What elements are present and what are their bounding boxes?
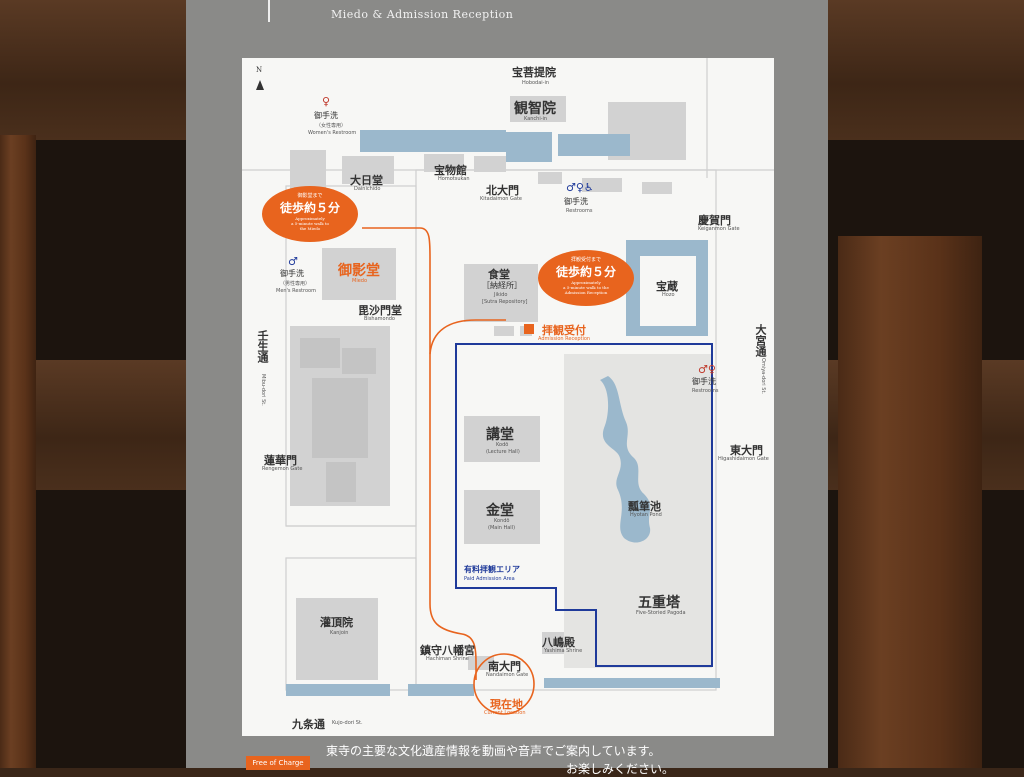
bubble-to-reception-big: 徒歩約５分 bbox=[555, 265, 616, 279]
label-homotsukan: 宝物館 bbox=[434, 164, 467, 177]
label-hozo: 宝蔵 bbox=[656, 280, 678, 293]
label-hachiman: 鎮守八幡宮 bbox=[420, 644, 475, 657]
label-nandaimon-en: Nandaimon Gate bbox=[486, 672, 529, 678]
label-bishamondo: 毘沙門堂 bbox=[358, 304, 402, 317]
label-womens-restroom: 御手洗 bbox=[314, 111, 338, 120]
label-admission-en: Admission Reception bbox=[538, 336, 591, 342]
restroom-east-icon: ♂♀ bbox=[698, 363, 716, 376]
label-dainichido-en: Dainichido bbox=[354, 186, 381, 192]
free-badge: Free of Charge bbox=[246, 756, 310, 770]
label-kanchi: 観智院 bbox=[514, 101, 556, 117]
label-keiganmon-en: Keiganmon Gate bbox=[698, 226, 740, 232]
bubble-to-reception-small: 拝観受付まで bbox=[570, 257, 601, 263]
label-paid-area-en: Paid Admission Area bbox=[464, 576, 515, 582]
label-gojunoto-en: Five-Storied Pagoda bbox=[636, 610, 686, 616]
label-renge-en: Rengemon Gate bbox=[262, 466, 303, 472]
bubble-to-reception-en2: a 5-minute walk to the bbox=[563, 285, 609, 290]
label-higashidaimon: 東大門 bbox=[730, 444, 763, 457]
temple-map: N 宝菩提院 Hobodai-in 観智院 Kanchi-in ♀ 御手洗 （女… bbox=[242, 58, 774, 736]
sign-subtitle: Miedo & Admission Reception bbox=[331, 8, 514, 21]
label-renge: 蓮華門 bbox=[264, 454, 297, 467]
restroom-north-icon: ♂♀♿ bbox=[566, 181, 594, 194]
bubble-to-reception-en1: Approximately bbox=[571, 280, 601, 285]
bubble-to-miedo-en3: the Miedo bbox=[299, 226, 321, 231]
label-hobodai: 宝菩提院 bbox=[512, 66, 556, 79]
label-kitadaimon-en: Kitadaimon Gate bbox=[480, 196, 522, 202]
label-jikido-note: ［納経所］ bbox=[482, 281, 522, 290]
bubble-to-miedo-en2: a 5-minute walk to bbox=[291, 221, 329, 226]
label-kondo-en1: Kondō bbox=[494, 518, 510, 524]
label-hyotan: 瓢箪池 bbox=[628, 500, 661, 513]
label-mibu: 壬生通 bbox=[256, 330, 269, 363]
label-kanjoin-en: Kanjoin bbox=[330, 630, 349, 636]
label-kodo-en1: Kodō bbox=[496, 442, 509, 448]
label-dainichido: 大日堂 bbox=[350, 174, 383, 187]
footer-line-2: お楽しみください。 bbox=[566, 762, 675, 776]
label-restrooms-east: 御手洗 bbox=[692, 377, 716, 386]
bubble-to-reception: 拝観受付まで 徒歩約５分 Approximately a 5-minute wa… bbox=[538, 250, 634, 306]
label-omiya-en: Omiya-dori St. bbox=[760, 358, 766, 395]
label-kitadaimon: 北大門 bbox=[486, 184, 519, 197]
label-hyotan-en: Hyotan Pond bbox=[630, 512, 662, 518]
label-mens-restroom: 御手洗 bbox=[280, 269, 304, 278]
label-current-location-en: Current Location bbox=[484, 710, 526, 716]
label-hachiman-en: Hachiman Shrine bbox=[426, 656, 469, 662]
label-omiya: 大宮通 bbox=[754, 324, 767, 357]
label-miedo: 御影堂 bbox=[338, 263, 380, 279]
label-nandaimon: 南大門 bbox=[488, 660, 521, 673]
map-graphics bbox=[242, 58, 774, 715]
north-label: N bbox=[256, 66, 263, 74]
label-kanjoin: 灌頂院 bbox=[320, 616, 353, 629]
bubble-to-reception-en3: Admission Reception bbox=[564, 290, 608, 295]
label-restrooms-north-en: Restrooms bbox=[566, 208, 593, 214]
label-paid-area: 有料拝観エリア bbox=[464, 564, 520, 574]
label-restrooms-east-en: Restrooms bbox=[692, 388, 719, 394]
label-jikido: 食堂 bbox=[488, 268, 510, 281]
label-kondo: 金堂 bbox=[486, 503, 514, 519]
label-bishamondo-en: Bishamondo bbox=[364, 316, 395, 322]
label-hobodai-en: Hobodai-in bbox=[522, 80, 550, 86]
label-mibu-en: Mibu-dori St. bbox=[260, 374, 266, 406]
label-higashidaimon-en: Higashidaimon Gate bbox=[718, 456, 769, 462]
label-admission: 拝観受付 bbox=[542, 324, 586, 337]
label-kodo-en2: (Lecture Hall) bbox=[486, 449, 520, 455]
bubble-to-miedo-big: 徒歩約５分 bbox=[279, 201, 340, 215]
label-mens-restroom-en: Men's Restroom bbox=[276, 288, 316, 294]
label-hozo-en: Hozo bbox=[662, 292, 675, 298]
label-kujo: 九条通 bbox=[292, 718, 325, 731]
label-gojunoto: 五重塔 bbox=[638, 595, 680, 611]
label-mens-restroom-note: （男性専用） bbox=[280, 281, 311, 287]
header-mark bbox=[268, 0, 270, 22]
fence-post-right bbox=[838, 236, 982, 768]
label-womens-restroom-note: （女性専用） bbox=[316, 123, 347, 129]
label-miedo-en: Miedo bbox=[352, 278, 368, 284]
free-badge-label: Free of Charge bbox=[252, 759, 304, 767]
label-yashima: 八嶋殿 bbox=[542, 636, 575, 649]
label-kujo-en: Kujo-dori St. bbox=[332, 720, 363, 726]
bubble-to-miedo-small: 御影堂まで bbox=[297, 193, 323, 199]
label-womens-restroom-en: Women's Restroom bbox=[308, 130, 357, 136]
label-yashima-en: Yashima Shrine bbox=[544, 648, 583, 654]
footer-line-1: 東寺の主要な文化遺産情報を動画や音声でご案内しています。 bbox=[326, 744, 661, 758]
fence-post-left bbox=[0, 135, 36, 768]
bubble-to-miedo: 御影堂まで 徒歩約５分 Approximately a 5-minute wal… bbox=[262, 186, 358, 242]
label-restrooms-north: 御手洗 bbox=[564, 197, 588, 206]
label-kanchi-en: Kanchi-in bbox=[524, 116, 548, 122]
label-homotsukan-en: Homotsukan bbox=[438, 176, 470, 182]
bubble-to-miedo-en1: Approximately bbox=[295, 216, 325, 221]
label-kondo-en2: (Main Hall) bbox=[488, 525, 516, 531]
label-jikido-en2: [Sutra Repository] bbox=[482, 299, 528, 305]
label-kodo: 講堂 bbox=[486, 427, 514, 443]
label-jikido-en1: Jikido bbox=[494, 292, 508, 298]
womens-restroom-icon: ♀ bbox=[322, 95, 331, 108]
mens-restroom-icon: ♂ bbox=[288, 255, 298, 268]
label-current-location: 現在地 bbox=[490, 698, 523, 711]
label-keiganmon: 慶賀門 bbox=[698, 214, 731, 227]
